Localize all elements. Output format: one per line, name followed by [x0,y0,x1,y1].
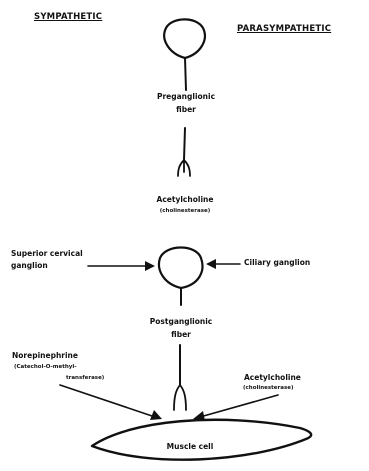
superior-cervical-label-line1: Superior cervical [11,250,83,258]
upper-axon-terminal [178,160,190,176]
arrow-ciliary-head [206,259,216,269]
preganglionic-label-line1: Preganglionic [157,93,215,101]
lower-neuron-cell-body [159,248,202,289]
postganglionic-label-line2: fiber [171,331,191,339]
arrow-norepinephrine-shaft [60,385,155,417]
lower-axon-terminal [174,385,186,410]
comt-label-line2: transferase) [66,376,104,382]
parasympathetic-header: PARASYMPATHETIC [237,25,331,34]
muscle-cell-outline [92,420,311,460]
ciliary-ganglion-label: Ciliary ganglion [244,259,310,267]
sympathetic-header: SYMPATHETIC [34,13,102,22]
norepinephrine-label: Norepinephrine [12,352,78,360]
arrow-norepinephrine-head [150,410,162,420]
preganglionic-label-line2: fiber [176,106,196,114]
upper-neuron-axon-lower [184,128,185,160]
muscle-cell-label: Muscle cell [167,443,214,451]
arrow-acetylcholine-shaft [200,395,278,417]
upper-neuron-axon [185,58,186,90]
postganglionic-label-line1: Postganglionic [150,318,213,326]
cholinesterase-top-label: (cholinesterase) [160,209,210,215]
comt-label-line1: (Catechol-O-methyl- [14,365,77,371]
cholinesterase-bottom-label: (cholinesterase) [243,386,293,392]
upper-neuron-cell-body [164,19,205,58]
acetylcholine-bottom-label: Acetylcholine [244,374,301,382]
superior-cervical-label-line2: ganglion [11,262,48,270]
arrow-superior-cervical-head [145,261,155,271]
acetylcholine-top-label: Acetylcholine [157,196,214,204]
